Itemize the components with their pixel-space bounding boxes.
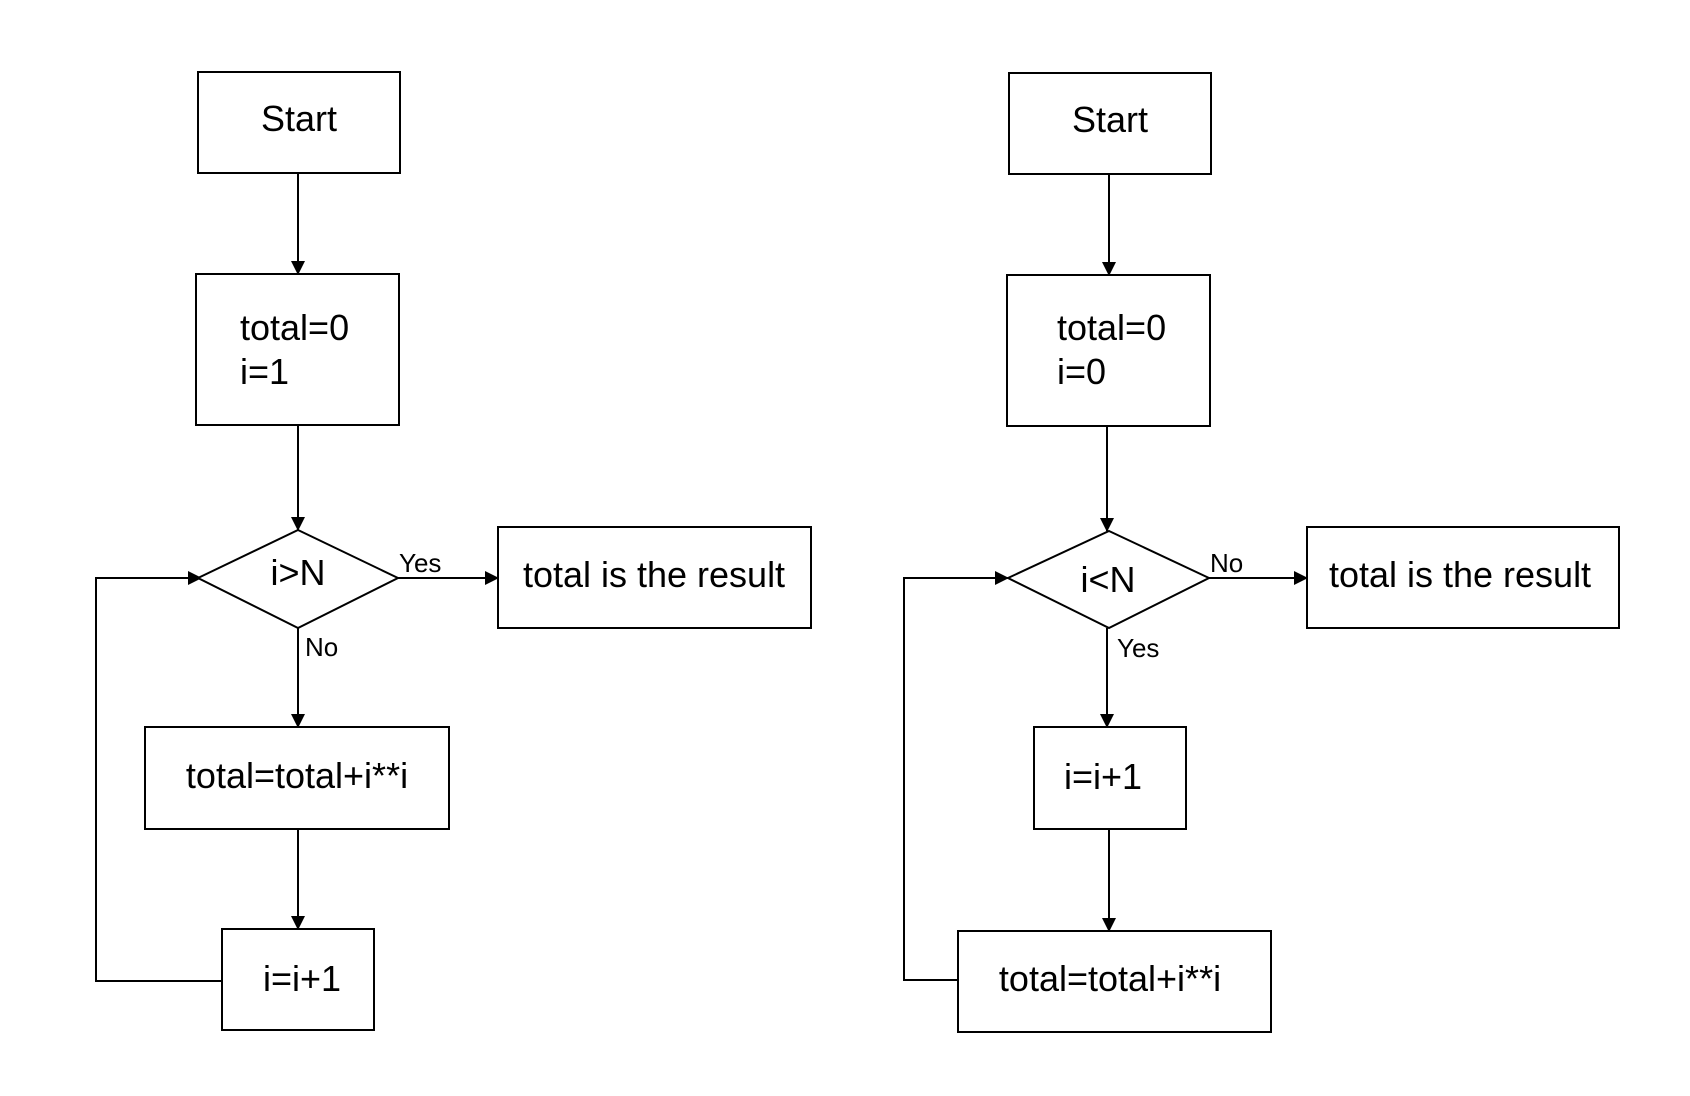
node-left-init-line1: total=0 [240, 307, 349, 348]
node-left-init-line2: i=1 [240, 351, 289, 392]
node-right-init-line1: total=0 [1057, 307, 1166, 348]
edge-left-no-label: No [305, 632, 338, 662]
flowchart-right: Start total=0 i=0 i<N No Yes total is th… [903, 72, 1620, 1033]
node-left-result-label: total is the result [523, 554, 785, 595]
node-left-step2-label: i=i+1 [263, 958, 341, 999]
node-right-start: Start [1008, 72, 1212, 175]
node-left-step1: total=total+i**i [144, 726, 450, 830]
node-right-condition: i<N [1005, 529, 1212, 630]
node-right-condition-label: i<N [1080, 559, 1135, 600]
node-left-init: total=0 i=1 [195, 273, 400, 426]
node-left-step1-label: total=total+i**i [186, 755, 408, 796]
node-right-result: total is the result [1306, 526, 1620, 629]
node-right-start-label: Start [1072, 99, 1148, 140]
node-right-step2-label: total=total+i**i [999, 958, 1221, 999]
node-right-step1-label: i=i+1 [1064, 756, 1142, 797]
node-left-condition-label: i>N [270, 552, 325, 593]
edge-left-step2-loop-back [95, 571, 222, 982]
node-left-start-label: Start [261, 98, 337, 139]
node-left-start: Start [197, 71, 401, 174]
edge-left-yes-label: Yes [399, 548, 441, 578]
node-left-result: total is the result [497, 526, 812, 629]
flowchart-left: Start total=0 i=1 i>N Yes No total is th… [95, 71, 812, 1031]
node-left-step2: i=i+1 [221, 928, 375, 1031]
edge-right-yes-label: Yes [1117, 633, 1159, 663]
edge-right-step2-loop-back [903, 571, 1009, 981]
node-right-step1: i=i+1 [1033, 726, 1187, 830]
node-right-init-line2: i=0 [1057, 351, 1106, 392]
edge-right-no-label: No [1210, 548, 1243, 578]
node-left-condition: i>N [195, 528, 401, 630]
node-right-result-label: total is the result [1329, 554, 1591, 595]
node-right-step2: total=total+i**i [957, 930, 1272, 1033]
node-right-init: total=0 i=0 [1006, 274, 1211, 427]
